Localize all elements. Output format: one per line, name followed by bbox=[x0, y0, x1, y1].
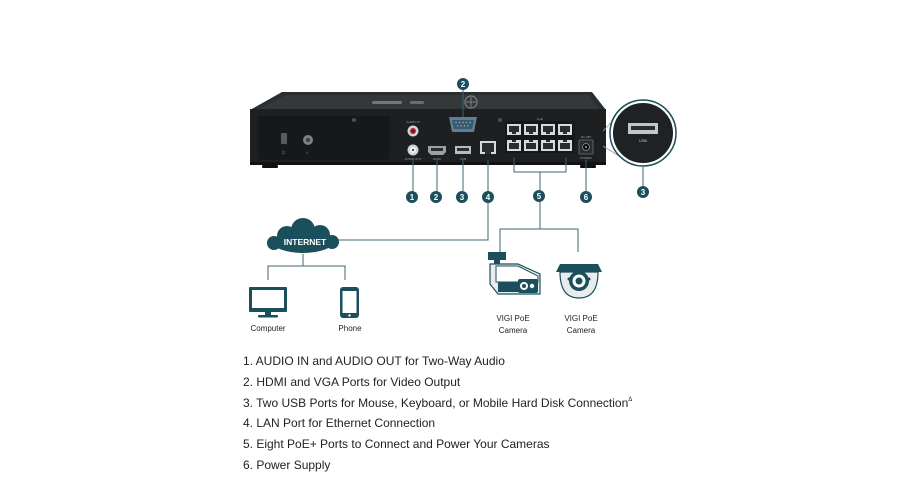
phone-icon bbox=[340, 287, 359, 318]
nvr-right-foot bbox=[580, 165, 596, 168]
callout-6-badge: 6 bbox=[580, 191, 592, 203]
camera2-label-line1: VIGI PoE bbox=[564, 314, 597, 323]
poe-to-cameras-line bbox=[499, 202, 541, 252]
svg-text:2: 2 bbox=[434, 193, 439, 202]
turret-camera-icon bbox=[556, 264, 602, 299]
camera1-label-line2: Camera bbox=[499, 326, 528, 335]
svg-text:5: 5 bbox=[537, 192, 542, 201]
svg-text:3: 3 bbox=[460, 193, 465, 202]
nvr-left-recess bbox=[258, 116, 390, 160]
nvr-left-foot bbox=[262, 165, 278, 168]
callout-4-badge: 4 bbox=[482, 191, 494, 203]
callout-3-badge: 3 bbox=[456, 191, 468, 203]
zoom-usb-label: USB bbox=[639, 138, 648, 143]
tp-link-logo-icon bbox=[372, 95, 478, 109]
internet-to-devices-line bbox=[267, 254, 304, 280]
callout-2-badge: 2 bbox=[430, 191, 442, 203]
svg-text:⏻: ⏻ bbox=[282, 150, 286, 155]
face-screw-icon bbox=[498, 118, 502, 122]
usb-port-label: USB bbox=[460, 157, 466, 161]
bullet-camera-icon bbox=[488, 252, 541, 295]
usb-zoom-inset: USB bbox=[602, 99, 677, 186]
feature-item: 2. HDMI and VGA Ports for Video Output bbox=[243, 374, 461, 389]
hdmi-port-label: HDMI bbox=[433, 157, 441, 161]
feature-item: 4. LAN Port for Ethernet Connection bbox=[243, 416, 436, 431]
camera2-label-line2: Camera bbox=[567, 326, 596, 335]
dc-port-label: DC 48V bbox=[581, 135, 592, 139]
internet-cloud-icon bbox=[267, 218, 339, 253]
callout-2-badge: 2 bbox=[457, 78, 469, 90]
nvr-connection-diagram: ⏻ ⏚ AUDIO IN AUDIO OUT HDMI USB bbox=[249, 78, 677, 335]
svg-text:2: 2 bbox=[461, 80, 466, 89]
svg-text:⏚: ⏚ bbox=[305, 149, 309, 155]
poe-port-label: PoE bbox=[537, 117, 543, 121]
svg-text:1: 1 bbox=[410, 193, 415, 202]
zoom-callout-3-badge: 3 bbox=[637, 186, 649, 198]
phone-label: Phone bbox=[338, 324, 362, 333]
svg-text:3: 3 bbox=[641, 188, 646, 197]
feature-list: 1. AUDIO IN and AUDIO OUT for Two-Way Au… bbox=[243, 350, 632, 475]
feature-item: 5. Eight PoE+ Ports to Connect and Power… bbox=[243, 437, 550, 452]
nvr-top-ridge bbox=[256, 95, 600, 110]
lan-to-internet-line bbox=[335, 203, 489, 241]
nvr-bottom-edge bbox=[250, 162, 606, 165]
computer-monitor-icon bbox=[249, 287, 287, 318]
feature-item: 3. Two USB Ports for Mouse, Keyboard, or… bbox=[243, 395, 633, 410]
poe-port-group: PoE bbox=[505, 117, 575, 153]
nvr-device: ⏻ ⏚ AUDIO IN AUDIO OUT HDMI USB bbox=[250, 92, 606, 168]
computer-label: Computer bbox=[250, 324, 285, 333]
audio-out-port-label: AUDIO OUT bbox=[405, 157, 422, 161]
feature-item: 6. Power Supply bbox=[243, 457, 331, 472]
camera1-label-line1: VIGI PoE bbox=[496, 314, 529, 323]
callout-5-badge: 5 bbox=[533, 190, 545, 202]
face-screw-icon bbox=[352, 118, 356, 122]
power-switch-icon bbox=[281, 133, 287, 144]
audio-in-port-label: AUDIO IN bbox=[406, 120, 419, 124]
power-port-label: POWER bbox=[580, 156, 592, 160]
callout-1-badge: 1 bbox=[406, 191, 418, 203]
feature-item: 1. AUDIO IN and AUDIO OUT for Two-Way Au… bbox=[243, 354, 505, 368]
svg-text:6: 6 bbox=[584, 193, 589, 202]
internet-label: INTERNET bbox=[284, 237, 327, 247]
svg-text:4: 4 bbox=[486, 193, 491, 202]
